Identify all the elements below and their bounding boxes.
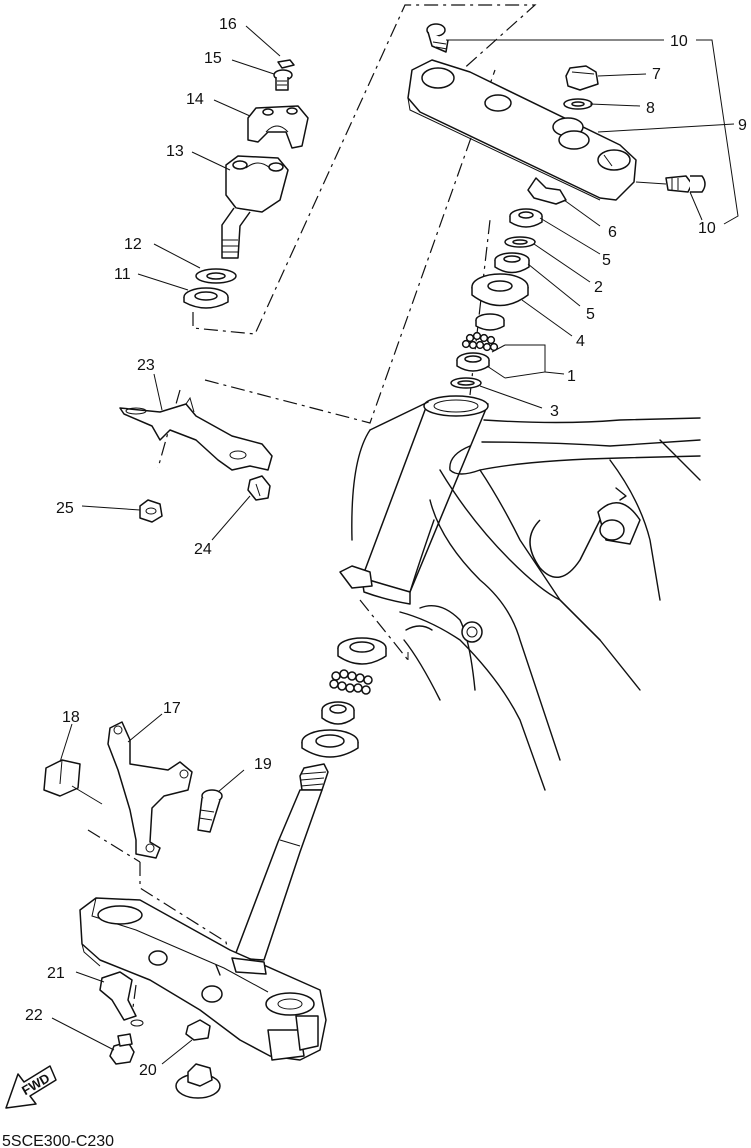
ring-nut-5a (509, 208, 543, 228)
under-bracket-assembly (43, 721, 329, 1099)
bearing-balls-1 (461, 331, 499, 352)
pad-18 (43, 759, 81, 797)
upper-handlebar-holder-14 (247, 105, 309, 149)
callout-18: 18 (62, 709, 80, 726)
callout-17: 17 (163, 700, 181, 717)
bolt-10-side (665, 175, 706, 193)
bearing-race-1 (456, 352, 490, 372)
handlebar-holder-assembly (183, 59, 309, 309)
figure-code: 5SCE300-C230 (2, 1133, 114, 1148)
lower-handlebar-holder-13 (221, 155, 289, 259)
callout-12: 12 (124, 236, 142, 253)
lower-balls (329, 669, 373, 695)
lower-race-outer (337, 637, 387, 665)
lower-bearing-parts (301, 637, 387, 758)
cable-guide-23 (119, 396, 273, 471)
lower-race-inner (321, 701, 355, 725)
callout-2: 2 (594, 279, 603, 296)
bolt-10-top (426, 23, 449, 53)
damper-11 (183, 287, 229, 309)
callout-19: 19 (254, 756, 272, 773)
washer-12 (195, 268, 237, 284)
flange-nut (175, 1063, 221, 1099)
cable-guide-assembly (119, 396, 273, 523)
callout-8: 8 (646, 100, 655, 117)
callout-9: 9 (738, 117, 747, 134)
callout-25: 25 (56, 500, 74, 517)
dust-seal (301, 729, 359, 758)
callout-10-top: 10 (670, 33, 688, 50)
callout-1-bracket (504, 344, 546, 379)
steering-stack (450, 177, 567, 389)
nut-25 (139, 499, 163, 523)
frame (339, 395, 701, 791)
cap-16 (277, 59, 295, 69)
callout-21: 21 (47, 965, 65, 982)
ring-nut-5b (494, 252, 530, 274)
callout-24: 24 (194, 541, 212, 558)
assembly-boundary-lines (87, 4, 537, 1016)
upper-bracket-9 (407, 59, 637, 201)
callout-10-bottom: 10 (698, 220, 716, 237)
bolt-19 (197, 789, 223, 833)
callout-7: 7 (652, 66, 661, 83)
ring-3 (450, 377, 482, 389)
callout-22: 22 (25, 1007, 43, 1024)
callout-15: 15 (204, 50, 222, 67)
callout-14: 14 (186, 91, 204, 108)
nut-20 (185, 1019, 211, 1041)
leader-lines (51, 25, 739, 1065)
callout-13: 13 (166, 143, 184, 160)
lock-washer-6 (527, 177, 567, 205)
callout-23: 23 (137, 357, 155, 374)
callout-5-upper: 5 (602, 252, 611, 269)
washer-2 (504, 236, 536, 248)
fwd-arrow-icon: FWD (5, 1065, 57, 1109)
nut-7 (565, 65, 599, 91)
brake-hose-holder-17 (107, 721, 193, 859)
callout-6: 6 (608, 224, 617, 241)
callout-5-lower: 5 (586, 306, 595, 323)
callout-11: 11 (114, 266, 131, 283)
callout-4: 4 (576, 333, 585, 350)
callout-20: 20 (139, 1062, 157, 1079)
callout-numbers: 1 2 3 4 5 5 6 7 8 9 10 10 11 12 13 14 15… (25, 16, 747, 1079)
cover-4 (471, 273, 529, 307)
callout-1: 1 (567, 368, 576, 385)
clip-24 (247, 475, 271, 501)
callout-3: 3 (550, 403, 559, 420)
washer-8 (563, 98, 593, 110)
bolt-15 (273, 69, 293, 91)
upper-race (475, 313, 505, 331)
clamp-21 (99, 971, 144, 1027)
upper-bracket-assembly (407, 23, 706, 201)
callout-16: 16 (219, 16, 237, 33)
bolt-22 (109, 1033, 135, 1065)
